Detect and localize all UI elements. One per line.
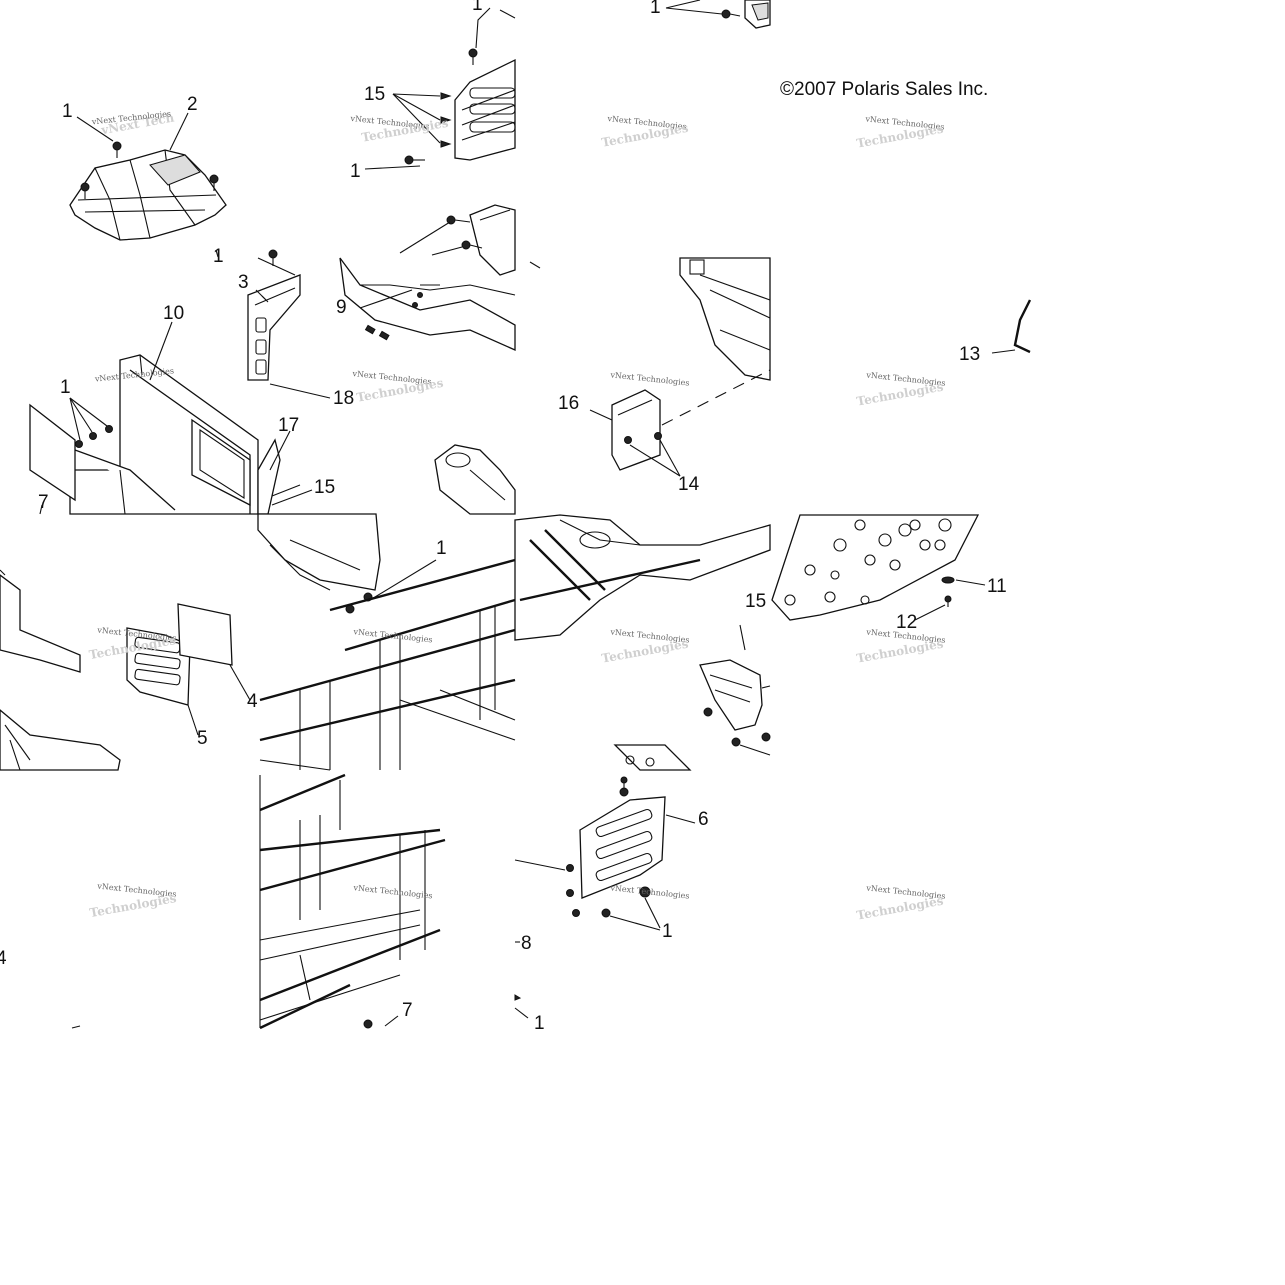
callout-label: 2 [187, 94, 198, 115]
top-right-corner-fragment [665, 0, 771, 29]
watermark-text: vNext Technologies [609, 883, 690, 900]
callout-label: 1 [350, 161, 361, 182]
callout-label: 7 [38, 492, 49, 513]
misc-fragment-left [71, 1025, 81, 1029]
svg-text:Technologies: Technologies [856, 637, 945, 666]
callout-label: 15 [314, 477, 335, 498]
frame-rear-lower [259, 773, 446, 1030]
callout-label: 1 [472, 0, 483, 15]
left-side-panel-assembly [29, 321, 259, 515]
callout-label: 16 [558, 393, 579, 414]
callout-label: 1 [650, 0, 661, 18]
callout-label: 10 [163, 303, 184, 324]
callout-label: 4 [0, 948, 7, 969]
callout-label: 1 [60, 377, 71, 398]
svg-text:Technologies: Technologies [601, 637, 690, 666]
callout-label: 9 [336, 297, 347, 318]
callout-label: 1 [534, 1013, 545, 1034]
bracket-assembly-3-18 [247, 249, 331, 399]
svg-text:Technologies: Technologies [856, 894, 945, 923]
svg-text:Technologies: Technologies [856, 380, 945, 409]
callout-label: 1 [213, 246, 224, 267]
callout-label: 6 [698, 809, 709, 830]
callout-label: 18 [333, 388, 354, 409]
callout-label: 5 [197, 728, 208, 749]
callout-label: 1 [662, 921, 673, 942]
front-crossmember-9 [339, 204, 541, 352]
callout-label: 11 [987, 576, 1007, 597]
callout-label: 13 [959, 344, 980, 365]
svg-text:Technologies: Technologies [88, 891, 177, 920]
watermark-text: vNext Technologies [609, 370, 690, 387]
callout-label: 3 [238, 272, 249, 293]
watermark-text: vNext Technologies [352, 883, 433, 900]
part-13-fragment [991, 299, 1032, 354]
skid-plate-rear-11-12 [771, 514, 986, 621]
side-panel-6-assembly [514, 744, 696, 1019]
callout-label: 14 [678, 474, 700, 495]
callout-label: 1 [62, 101, 73, 122]
callout-label: 17 [278, 415, 299, 436]
main-frame-center [257, 513, 516, 771]
callout-label: 12 [896, 612, 917, 633]
floor-mat-4-5 [0, 569, 251, 771]
callout-label: 8 [521, 933, 532, 954]
callout-label: 15 [745, 591, 766, 612]
skid-plate-front-assembly [69, 112, 227, 258]
watermark-text: vNext Technologies [352, 627, 433, 644]
copyright-text: ©2007 Polaris Sales Inc. [780, 79, 988, 100]
callout-label: 7 [402, 1000, 413, 1021]
rear-panel-top-assembly [364, 7, 516, 170]
front-frame-right [514, 514, 771, 756]
frame-corner-16-14 [589, 257, 771, 477]
callout-labels: 1 1 1 2 15 1 1 3 9 18 10 1 7 17 15 16 14… [0, 0, 1007, 1034]
callout-label: 4 [247, 691, 258, 712]
callout-label: 1 [436, 538, 447, 559]
callout-label: 15 [364, 84, 385, 105]
rail-fragment-17-15 [257, 430, 516, 515]
